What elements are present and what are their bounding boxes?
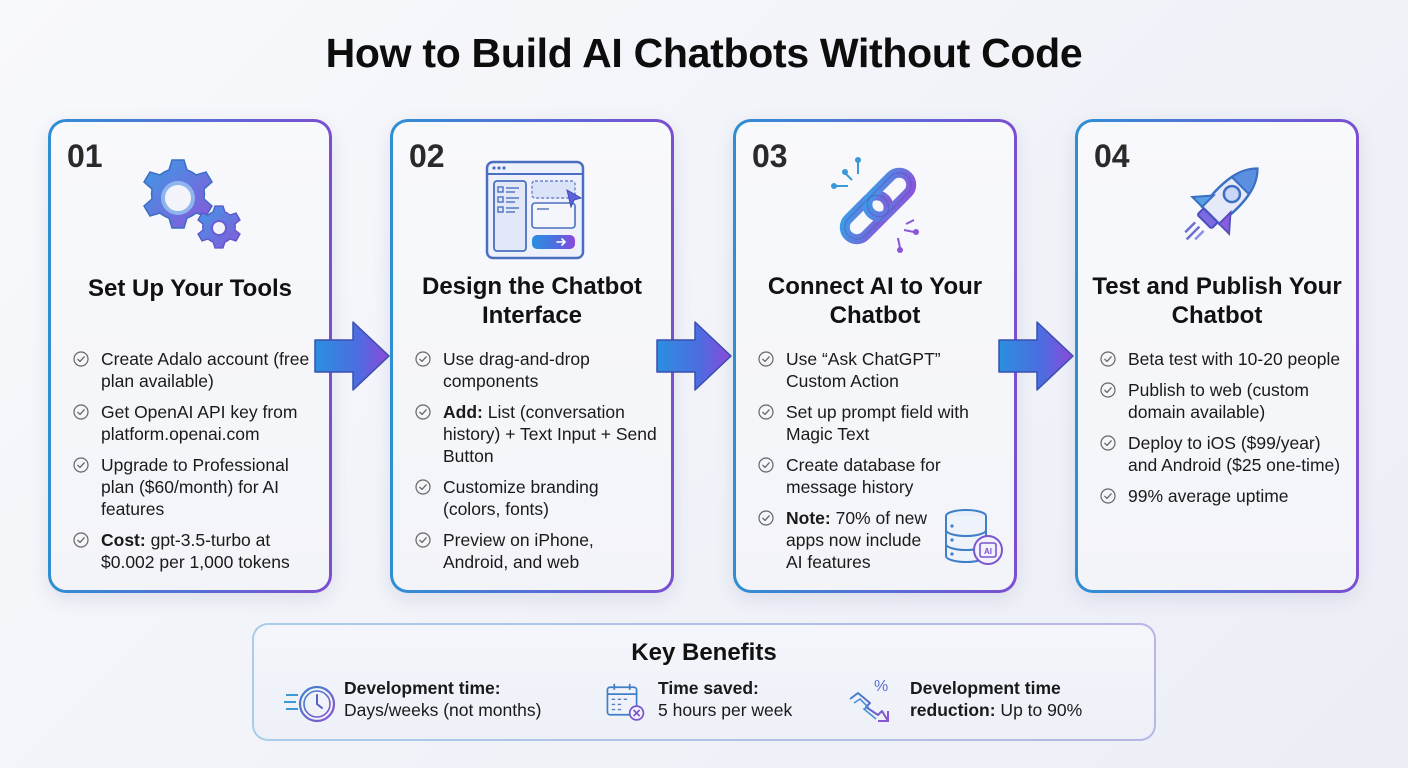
step-card-1: 01 Set Up Your Tools Create Adalo accoun…	[48, 119, 332, 593]
check-circle-icon	[73, 457, 89, 473]
benefit-item: Development time:Days/weeks (not months)	[282, 677, 541, 725]
check-circle-icon	[758, 457, 774, 473]
check-circle-icon	[758, 510, 774, 526]
key-benefits-panel: Key Benefits Development time:Days/weeks…	[252, 623, 1156, 741]
benefit-value: Days/weeks (not months)	[344, 700, 542, 720]
check-circle-icon	[758, 351, 774, 367]
check-circle-icon	[73, 404, 89, 420]
step-number: 01	[67, 138, 103, 174]
step-card-4: 04 Test and Publish Your Chatbot Beta te…	[1075, 119, 1359, 593]
step-items: Beta test with 10-20 people Publish to w…	[1100, 348, 1344, 516]
check-circle-icon	[1100, 351, 1116, 367]
list-item: Cost: gpt-3.5-turbo at $0.002 per 1,000 …	[73, 529, 317, 573]
benefit-value: Up to 90%	[995, 700, 1083, 720]
benefit-label: Development time:	[344, 678, 501, 698]
step-items: Use “Ask ChatGPT” Custom Action Set up p…	[758, 348, 1002, 582]
check-circle-icon	[415, 532, 431, 548]
list-item: Deploy to iOS ($99/year) and Android ($2…	[1100, 432, 1344, 476]
list-item: Use drag-and-drop components	[415, 348, 659, 392]
arrow-right-icon	[998, 321, 1074, 391]
step-title: Test and Publish Your Chatbot	[1092, 273, 1342, 329]
list-item: Use “Ask ChatGPT” Custom Action	[758, 348, 1002, 392]
step-number: 02	[409, 138, 445, 174]
percent-down-trend-icon: %	[849, 678, 889, 722]
list-item: Set up prompt field with Magic Text	[758, 401, 1002, 445]
check-circle-icon	[73, 351, 89, 367]
step-items: Create Adalo account (free plan availabl…	[73, 348, 317, 582]
interface-design-icon	[485, 160, 585, 260]
list-item: Get OpenAI API key from platform.openai.…	[73, 401, 317, 445]
benefit-value: 5 hours per week	[658, 700, 793, 720]
arrow-right-icon	[314, 321, 390, 391]
check-circle-icon	[415, 404, 431, 420]
benefits-title: Key Benefits	[631, 639, 777, 666]
step-card-2: 02 Design the Chatbot Interface Use drag…	[390, 119, 674, 593]
list-item: 99% average uptime	[1100, 485, 1344, 507]
chain-link-icon	[831, 157, 919, 253]
list-item: Note: 70% of new apps now include AI fea…	[758, 507, 1002, 573]
gears-icon	[143, 159, 241, 249]
page-title: How to Build AI Chatbots Without Code	[325, 30, 1083, 76]
check-circle-icon	[758, 404, 774, 420]
benefit-item: Time saved:5 hours per week	[604, 677, 792, 725]
step-card-3: 03 Connect AI to Your Chatbot Use “Ask C…	[733, 119, 1017, 593]
step-title: Design the Chatbot Interface	[422, 273, 642, 329]
svg-text:AI: AI	[984, 547, 992, 556]
list-item: Upgrade to Professional plan ($60/month)…	[73, 454, 317, 520]
step-title: Set Up Your Tools	[87, 275, 292, 302]
step-title: Connect AI to Your Chatbot	[767, 273, 983, 329]
check-circle-icon	[1100, 382, 1116, 398]
stopwatch-icon	[284, 679, 336, 723]
step-items: Use drag-and-drop components Add: List (…	[415, 348, 659, 582]
step-number: 04	[1094, 138, 1130, 174]
ai-database-icon: AI	[945, 509, 1003, 565]
check-circle-icon	[1100, 488, 1116, 504]
list-item: Preview on iPhone, Android, and web	[415, 529, 659, 573]
arrow-right-icon	[656, 321, 732, 391]
list-item: Add: List (conversation history) + Text …	[415, 401, 659, 467]
benefit-label: Time saved:	[658, 678, 759, 698]
calendar-x-icon	[606, 683, 645, 721]
list-item: Customize branding (colors, fonts)	[415, 476, 659, 520]
step-number: 03	[752, 138, 788, 174]
check-circle-icon	[73, 532, 89, 548]
check-circle-icon	[415, 479, 431, 495]
rocket-icon	[1184, 167, 1259, 241]
check-circle-icon	[1100, 435, 1116, 451]
check-circle-icon	[415, 351, 431, 367]
list-item: Create database for message history	[758, 454, 1002, 498]
list-item: Beta test with 10-20 people	[1100, 348, 1344, 370]
list-item: Publish to web (custom domain available)	[1100, 379, 1344, 423]
svg-text:%: %	[874, 678, 888, 695]
list-item: Create Adalo account (free plan availabl…	[73, 348, 317, 392]
